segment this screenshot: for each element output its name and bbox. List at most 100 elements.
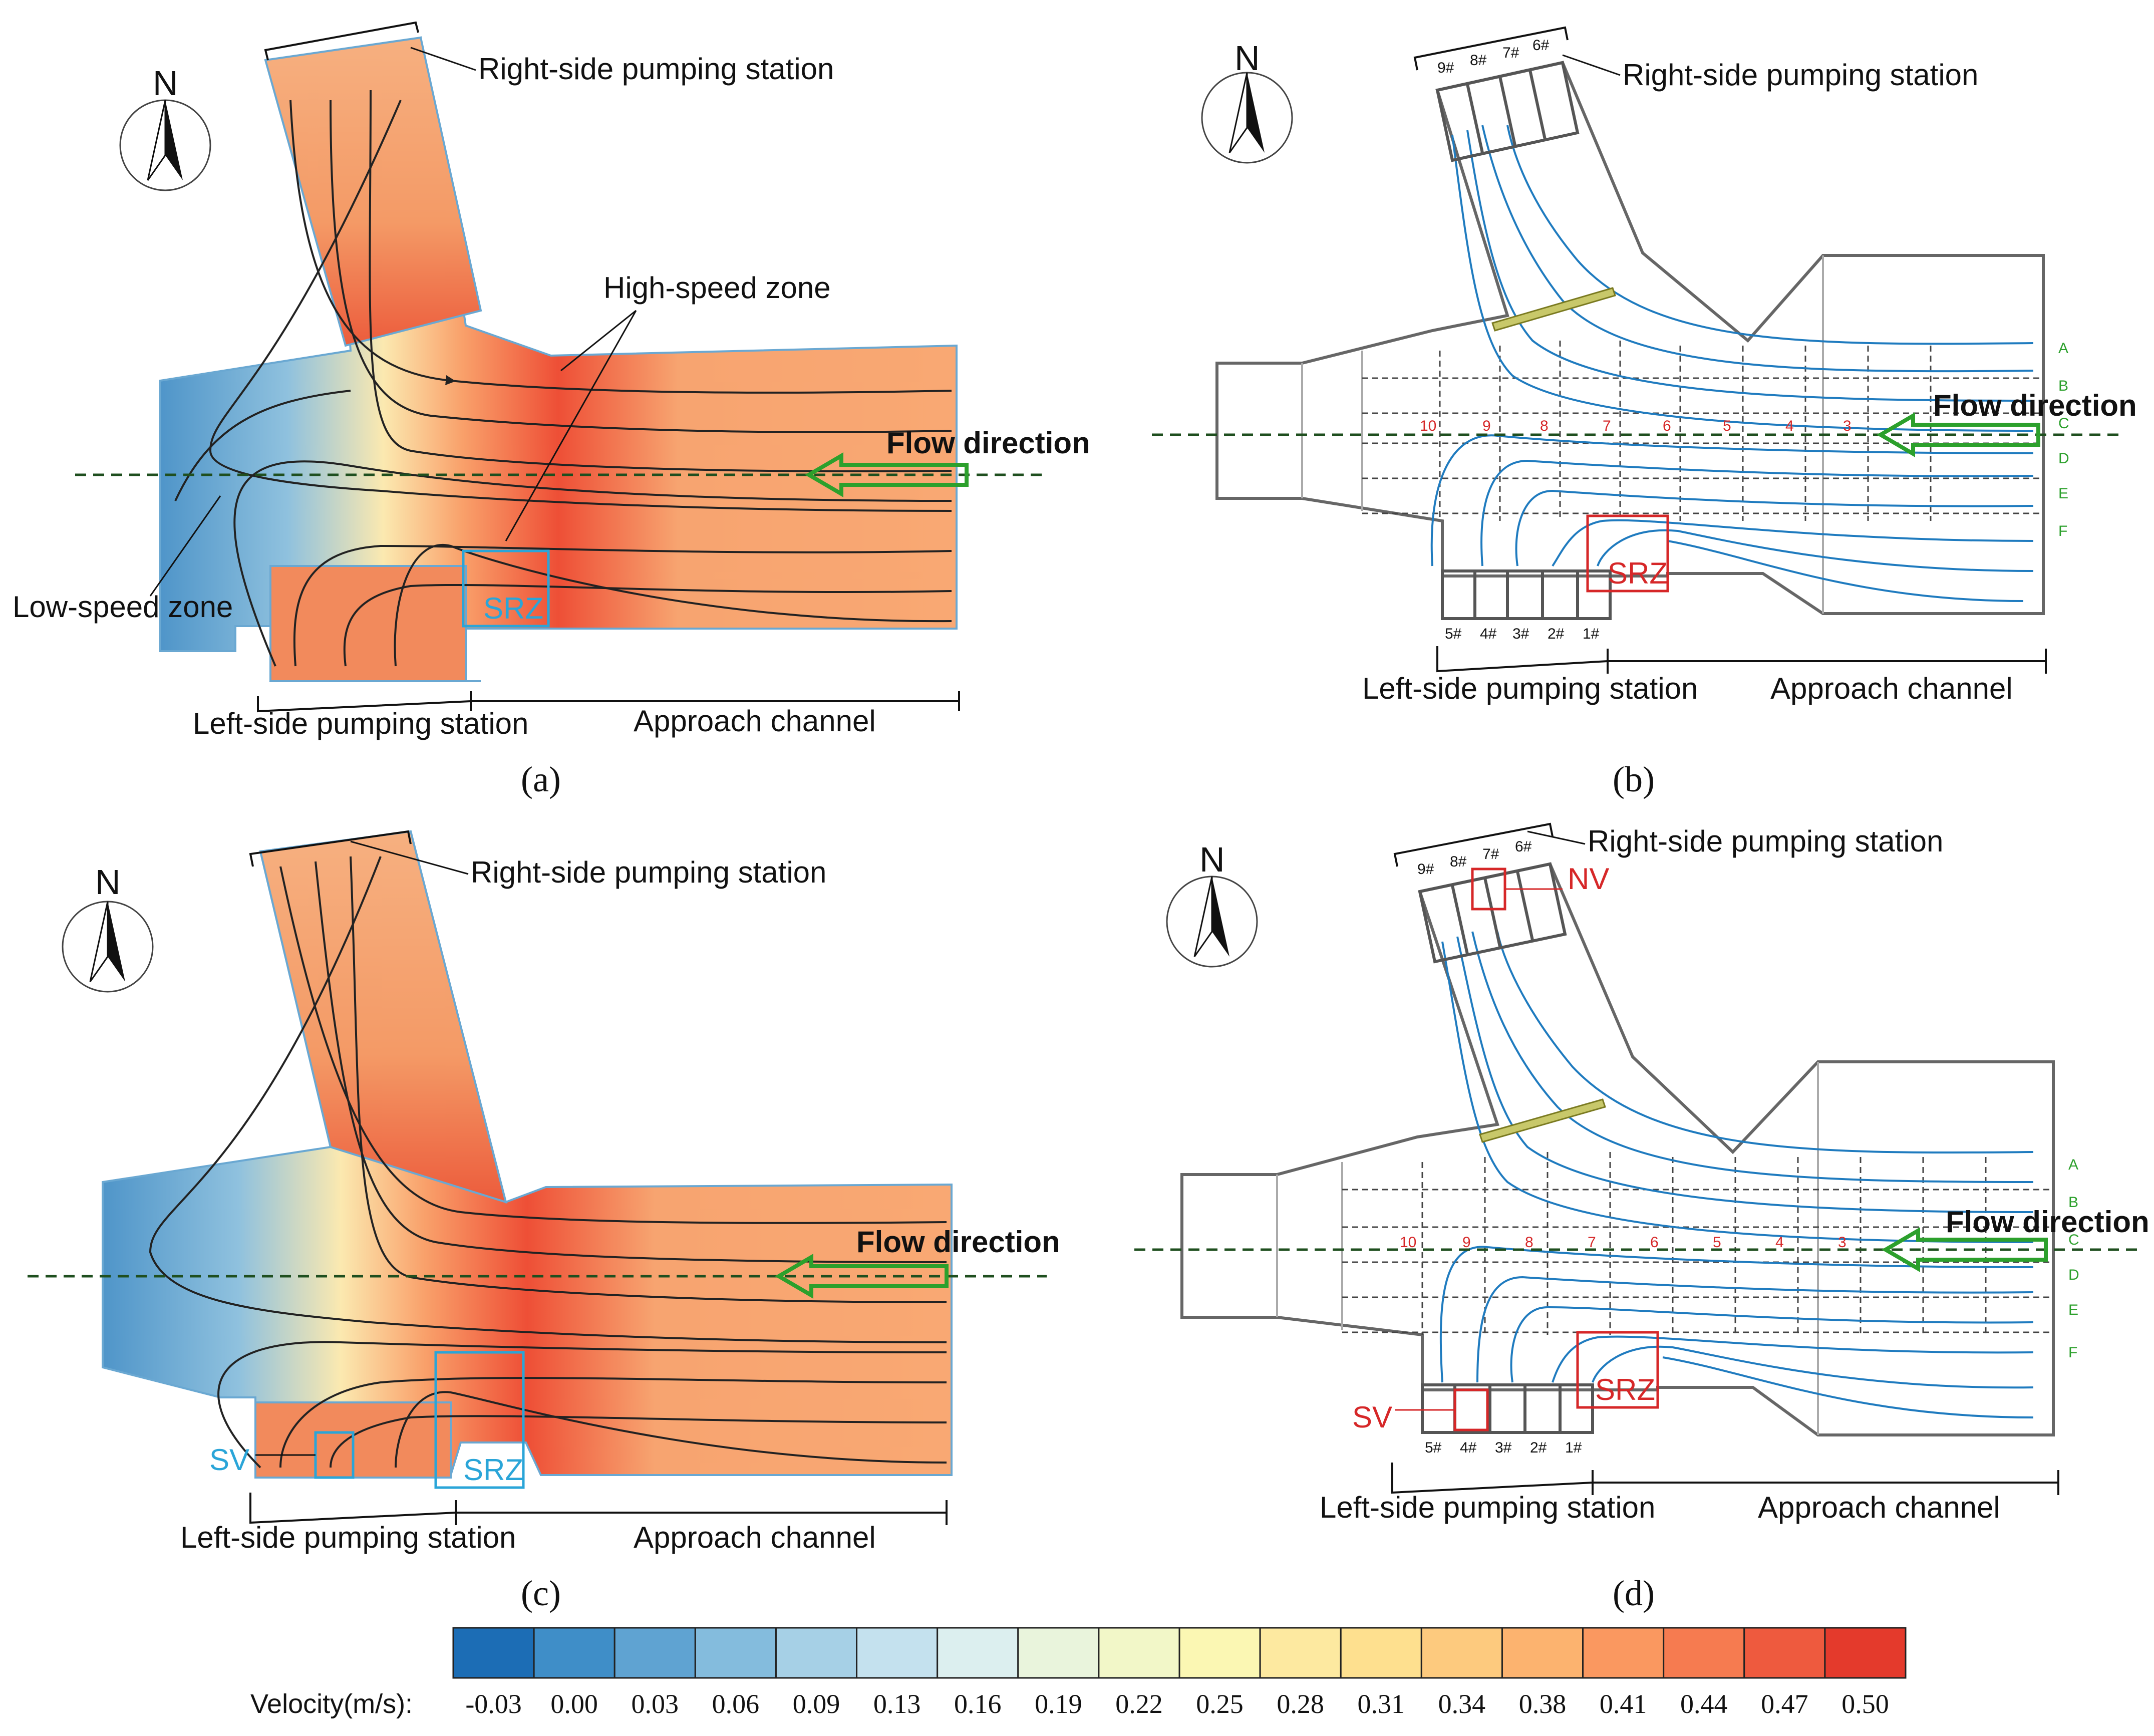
svg-text:1#: 1#: [1583, 626, 1600, 642]
flow-direction-label-d: Flow direction: [1946, 1205, 2149, 1239]
colorbar-tick-label: 0.41: [1600, 1689, 1647, 1719]
caption-c: (c): [521, 1573, 561, 1613]
svg-text:5: 5: [1713, 1234, 1721, 1251]
svg-text:6#: 6#: [1532, 37, 1550, 54]
pump-labels-right-b: 9# 8# 7# 6#: [1437, 37, 1550, 76]
svg-text:B: B: [2068, 1194, 2078, 1211]
colorbar-swatch: [775, 1627, 858, 1679]
left-station-label-d: Left-side pumping station: [1320, 1491, 1655, 1524]
colorbar-tick-label: 0.34: [1438, 1689, 1486, 1719]
colorbar-tick-label: 0.06: [712, 1689, 760, 1719]
svg-text:A: A: [2068, 1156, 2078, 1173]
colorbar-tick-label: 0.00: [550, 1689, 598, 1719]
sv-label-c: SV: [209, 1443, 249, 1477]
streamlines-c: [149, 856, 947, 1469]
colorbar-tick-label: 0.09: [793, 1689, 840, 1719]
north-label-d: N: [1199, 840, 1225, 879]
svg-text:4#: 4#: [1480, 626, 1497, 642]
bottom-bracket-c: [249, 1493, 948, 1525]
section-numbers-d: 10 9 8 7 6 5 4 3: [1400, 1234, 1847, 1251]
svg-text:3#: 3#: [1512, 626, 1529, 642]
svg-text:9: 9: [1462, 1234, 1471, 1251]
colorbar-tick-label: 0.19: [1035, 1689, 1082, 1719]
flow-direction-label-b: Flow direction: [1933, 389, 2137, 422]
left-station-label-b: Left-side pumping station: [1362, 672, 1698, 705]
pump-cells-right-d: [1418, 862, 1567, 964]
right-station-label-d: Right-side pumping station: [1588, 824, 1943, 858]
svg-text:10: 10: [1420, 418, 1436, 434]
srz-label-d: SRZ: [1595, 1373, 1655, 1406]
left-station-label-a: Left-side pumping station: [193, 707, 528, 740]
contour-left-pumps-a: [269, 565, 467, 682]
srz-box-d: [1576, 1331, 1659, 1409]
compass-c: N: [62, 862, 154, 993]
high-speed-leader-1: [560, 310, 637, 372]
svg-text:2#: 2#: [1530, 1439, 1547, 1456]
north-label-b: N: [1235, 39, 1260, 78]
section-numbers-b: 10 9 8 7 6 5 4 3: [1420, 418, 1852, 434]
outline-d: [1180, 862, 2055, 1436]
right-station-label-b: Right-side pumping station: [1623, 58, 1978, 92]
srz-label-c: SRZ: [463, 1453, 523, 1487]
contour-upper-arm-c: [259, 830, 507, 1204]
svg-text:F: F: [2058, 523, 2067, 539]
streamlines-a: [174, 90, 952, 667]
svg-text:10: 10: [1400, 1234, 1416, 1251]
streamlines-b: [1430, 125, 2034, 602]
panel-c: Flow direction SRZ SV Right-side pumping…: [28, 830, 1060, 1613]
right-station-bracket-d: [1393, 822, 1554, 867]
colorbar-swatch: [1743, 1627, 1826, 1679]
grid-d: [1342, 1152, 2053, 1335]
svg-text:3: 3: [1843, 418, 1852, 434]
bottom-bracket-d: [1391, 1463, 2059, 1495]
right-station-bracket-a: [264, 21, 419, 61]
right-station-leader-a: [410, 47, 476, 71]
colorbar-swatch: [1420, 1627, 1503, 1679]
flow-arrow-b: [1877, 412, 2040, 457]
high-speed-leader-2: [505, 310, 637, 541]
approach-label-d: Approach channel: [1758, 1491, 2000, 1524]
colorbar-swatch: [694, 1627, 777, 1679]
nv-label-d: NV: [1568, 862, 1609, 896]
right-station-label-a: Right-side pumping station: [478, 52, 834, 86]
contour-upper-arm-a: [264, 36, 482, 347]
caption-d: (d): [1613, 1573, 1655, 1613]
trash-rack-right-d: [1479, 1098, 1606, 1143]
compass-d: N: [1166, 840, 1258, 968]
caption-b: (b): [1613, 759, 1655, 799]
right-station-leader-b: [1562, 54, 1621, 76]
colorbar-swatch: [452, 1627, 535, 1679]
colorbar-swatches: [452, 1627, 1907, 1679]
panel-d: Flow direction SRZ SV NV 9# 8# 7# 6#: [1134, 822, 2149, 1613]
pump-labels-left-b: 5# 4# 3# 2# 1#: [1445, 626, 1600, 642]
colorbar-tick-label: -0.03: [465, 1689, 521, 1719]
svg-text:3: 3: [1838, 1234, 1847, 1251]
low-speed-label: Low-speed zone: [13, 590, 233, 624]
svg-text:4: 4: [1775, 1234, 1784, 1251]
pump-cells-left-d: [1421, 1383, 1594, 1434]
colorbar-swatch: [1501, 1627, 1584, 1679]
colorbar-tick-label: 0.22: [1115, 1689, 1163, 1719]
svg-text:B: B: [2058, 378, 2068, 394]
srz-label-a: SRZ: [483, 592, 543, 625]
srz-box-b: [1586, 514, 1669, 593]
colorbar-swatch: [1098, 1627, 1180, 1679]
svg-text:8#: 8#: [1470, 52, 1487, 69]
compass-a: N: [119, 64, 211, 191]
approach-label-c: Approach channel: [634, 1521, 876, 1554]
colorbar-swatch: [1178, 1627, 1261, 1679]
svg-text:A: A: [2058, 340, 2068, 357]
svg-text:4: 4: [1785, 418, 1794, 434]
colorbar-swatch: [533, 1627, 616, 1679]
svg-text:9: 9: [1482, 418, 1491, 434]
grid-b: [1362, 341, 2043, 521]
flow-arrow-c: [775, 1254, 949, 1299]
svg-text:8: 8: [1540, 418, 1549, 434]
high-speed-label: High-speed zone: [603, 271, 831, 305]
colorbar-label: Velocity(m/s):: [250, 1689, 413, 1719]
svg-text:9#: 9#: [1437, 60, 1454, 76]
colorbar-swatch: [1017, 1627, 1100, 1679]
svg-text:F: F: [2068, 1344, 2077, 1361]
colorbar-tick-label: 0.16: [954, 1689, 1002, 1719]
